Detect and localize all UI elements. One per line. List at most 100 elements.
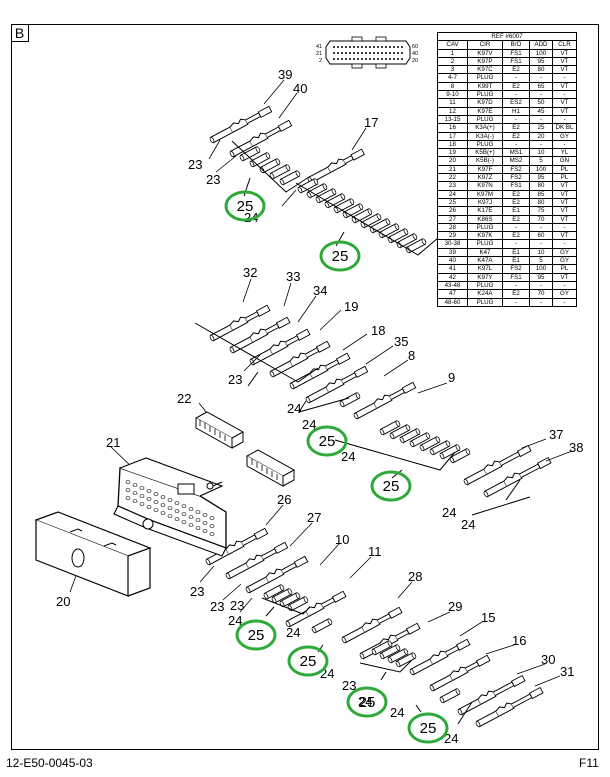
cavity-plug: [405, 238, 427, 254]
connector-header-22b: [245, 449, 296, 487]
callout-17: 17: [364, 115, 378, 130]
crimp-terminal: [463, 444, 532, 486]
cavity-plug: [279, 592, 301, 608]
highlight-ring-25: 25: [287, 645, 329, 677]
callout-19: 19: [344, 299, 358, 314]
cavity-plug: [339, 392, 361, 408]
callout-23: 23: [188, 157, 202, 172]
callout-23: 23: [228, 372, 242, 387]
crimp-terminal: [285, 590, 347, 628]
highlight-ring-25: 25: [319, 240, 361, 272]
callout-23: 23: [210, 599, 224, 614]
table-cell: PL: [552, 264, 577, 274]
cavity-plug: [419, 436, 441, 452]
table-cell: PL: [552, 173, 577, 183]
table-cell: -: [552, 297, 577, 307]
document-number: 12-E50-0045-03: [6, 756, 93, 770]
cavity-plug: [439, 688, 461, 704]
pin-label-40: 40: [412, 51, 418, 57]
callout-24: 24: [358, 694, 372, 709]
kit-brackets: [194, 140, 531, 725]
table-cell: VT: [552, 231, 577, 241]
header-clr: CLR: [552, 40, 577, 50]
crimp-terminal: [229, 316, 291, 354]
table-cell: VT: [552, 181, 577, 191]
cavity-plug: [271, 588, 293, 604]
callout-33: 33: [286, 269, 300, 284]
cavity-plug: [379, 644, 401, 660]
highlight-label: 25: [359, 694, 376, 711]
crimp-terminal: [229, 119, 293, 158]
cavity-plug: [315, 188, 337, 204]
callout-23: 23: [206, 172, 220, 187]
table-cell: VT: [552, 81, 577, 92]
pin-label-41: 41: [316, 44, 322, 50]
cavity-plug: [409, 432, 431, 448]
table-cell: VT: [552, 189, 577, 199]
cavity-plug: [439, 444, 461, 460]
table-cell: -: [552, 239, 577, 249]
crimp-terminal: [249, 328, 311, 366]
table-title-row: REF #6007: [437, 31, 577, 42]
table-cell: VT: [552, 98, 577, 108]
highlight-label: 25: [420, 720, 437, 737]
terminal-group: [205, 105, 552, 728]
callout-22: 22: [177, 391, 191, 406]
cavity-plug: [269, 164, 291, 180]
diagram-frame: [11, 24, 599, 750]
table-cell: VT: [552, 65, 577, 75]
view-letter: B: [11, 24, 29, 42]
callout-15: 15: [481, 610, 495, 625]
crimp-terminal: [209, 105, 273, 144]
callout-32: 32: [243, 265, 257, 280]
crimp-terminal: [225, 541, 289, 580]
callout-39: 39: [278, 67, 292, 82]
connector-pinout-icon: 41 21 2 60 40 20: [316, 36, 418, 69]
callout-27: 27: [307, 510, 321, 525]
cavity-plug: [333, 198, 355, 214]
cavity-plug: [239, 146, 261, 162]
highlight-label: 25: [332, 248, 349, 265]
highlight-label: 25: [319, 433, 336, 450]
table-cell: -: [552, 114, 577, 125]
callout-18: 18: [371, 323, 385, 338]
table-cell: GY: [552, 289, 577, 299]
cavity-plug: [306, 183, 328, 199]
callout-labels: 39 40 17 32 33 34 19 18 35 8 9 22 21 20 …: [56, 67, 583, 746]
callout-24: 24: [442, 505, 456, 520]
pin-label-20: 20: [412, 58, 418, 64]
cavity-plug: [311, 618, 333, 634]
cavity-plug: [324, 193, 346, 209]
callout-35: 35: [394, 334, 408, 349]
pin-label-21: 21: [316, 51, 322, 57]
table-cell: GN: [552, 156, 577, 166]
highlight-label: 25: [300, 653, 317, 670]
callout-40: 40: [293, 81, 307, 96]
highlight-label: 25: [383, 478, 400, 495]
callout-16: 16: [512, 633, 526, 648]
highlight-ring-25: 25: [306, 425, 348, 457]
callout-8: 8: [408, 348, 415, 363]
cavity-plug: [371, 640, 393, 656]
pin-label-2: 2: [319, 58, 322, 64]
cavity-plug: [449, 448, 471, 464]
callout-28: 28: [408, 569, 422, 584]
crimp-terminal: [353, 381, 417, 420]
